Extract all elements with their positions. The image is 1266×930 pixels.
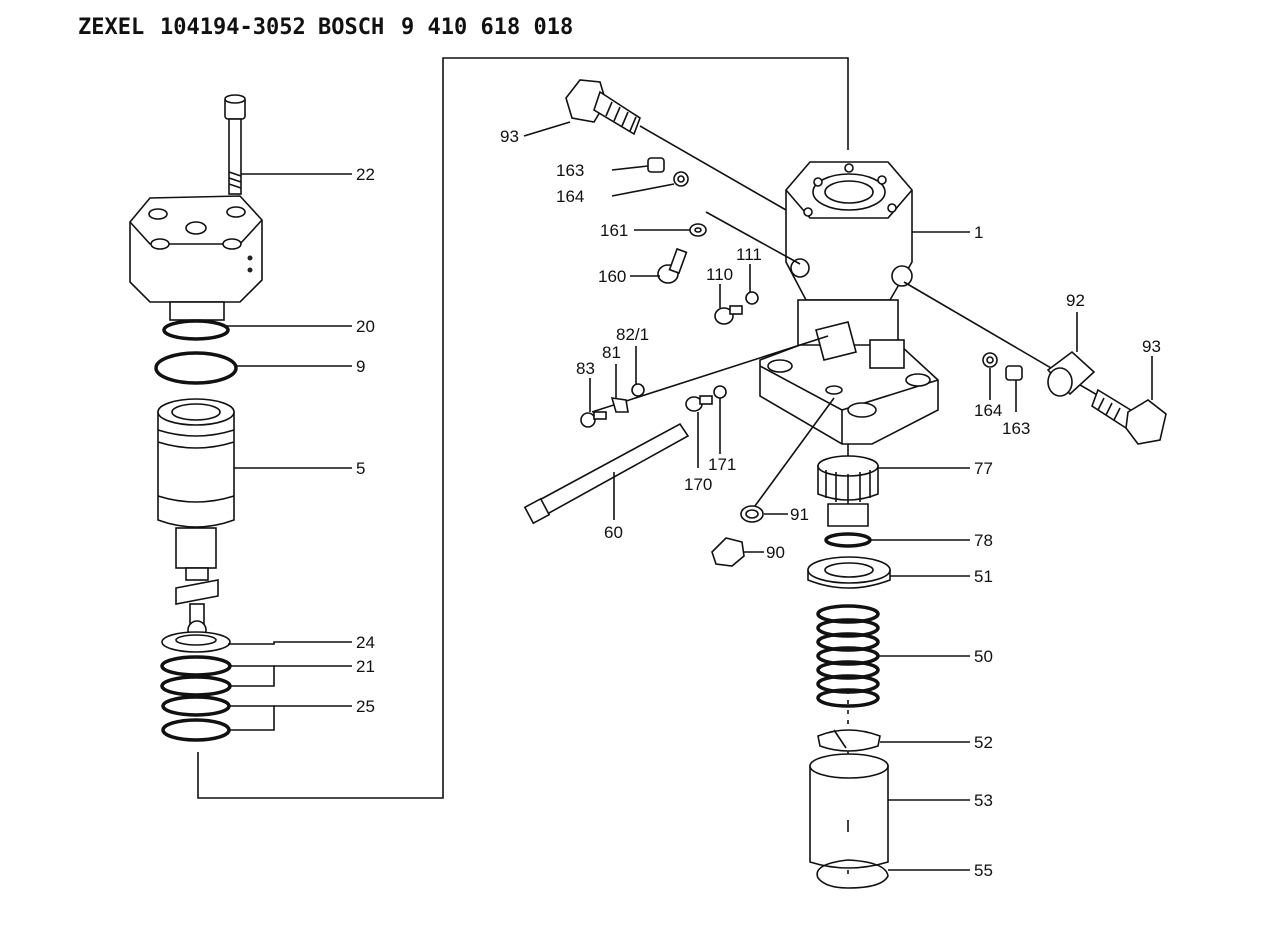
part-55-snap-ring xyxy=(816,859,889,889)
part-head-block xyxy=(129,195,263,321)
part-91-washer xyxy=(740,505,764,523)
callout-93-lower: 93 xyxy=(1142,337,1161,356)
assembly-bracket-line xyxy=(197,57,849,799)
part-9-o-ring xyxy=(154,351,238,385)
part-110-screw xyxy=(714,305,743,325)
callout-171: 171 xyxy=(708,455,736,474)
callout-163-lower: 163 xyxy=(1002,419,1030,438)
callout-111: 111 xyxy=(736,245,762,264)
part-77-gear xyxy=(817,455,879,527)
axis-line-91 xyxy=(751,397,835,511)
callout-24: 24 xyxy=(356,633,375,652)
part-50-spring xyxy=(816,604,880,708)
callout-5: 5 xyxy=(356,459,365,478)
callout-93-upper: 93 xyxy=(500,127,519,146)
part-164-washer-right xyxy=(982,352,998,368)
callout-55: 55 xyxy=(974,861,993,880)
part-60-rod xyxy=(523,422,690,525)
callout-20: 20 xyxy=(356,317,375,336)
callout-92: 92 xyxy=(1066,291,1085,310)
callout-52: 52 xyxy=(974,733,993,752)
callout-labels: 22 20 9 5 24 21 25 93 163 164 161 160 11… xyxy=(356,127,1161,880)
callout-25: 25 xyxy=(356,697,375,716)
axis-line-rod xyxy=(591,335,829,413)
callout-51: 51 xyxy=(974,567,993,586)
callout-91: 91 xyxy=(790,505,809,524)
callout-21: 21 xyxy=(356,657,375,676)
part-90-plug xyxy=(711,537,745,567)
part-51-spring-seat xyxy=(807,556,891,589)
part-25-rings xyxy=(161,695,231,742)
part-5-barrel xyxy=(157,398,235,640)
part-170-screw xyxy=(685,395,713,412)
callout-50: 50 xyxy=(974,647,993,666)
part-1-housing xyxy=(759,161,939,445)
part-171-washer xyxy=(713,385,727,399)
header-brand-bosch: BOSCH xyxy=(318,15,384,40)
callout-170: 170 xyxy=(684,475,712,494)
callout-53: 53 xyxy=(974,791,993,810)
part-82-1-washer xyxy=(631,383,645,397)
part-163-plug-right xyxy=(1005,365,1023,381)
part-52-spring-seat xyxy=(817,729,881,752)
part-78-ring xyxy=(824,532,872,548)
callout-22: 22 xyxy=(356,165,375,184)
callout-110: 110 xyxy=(706,265,733,284)
part-83-screw xyxy=(580,411,607,428)
part-164-washer-upper xyxy=(673,171,689,187)
part-20-ring xyxy=(162,319,230,341)
part-53-tappet xyxy=(809,753,889,869)
part-24-spring-seat xyxy=(161,631,231,653)
callout-90: 90 xyxy=(766,543,785,562)
axis-line-upper xyxy=(639,125,787,211)
part-92-sleeve xyxy=(1046,350,1096,397)
part-81-clip xyxy=(610,397,629,413)
part-22-bolt xyxy=(224,94,246,195)
header-brand-zexel: ZEXEL xyxy=(78,15,144,40)
callout-164-upper: 164 xyxy=(556,187,584,206)
callout-82-1: 82/1 xyxy=(616,325,649,344)
part-163-plug-upper xyxy=(647,157,665,173)
callout-160: 160 xyxy=(598,267,626,286)
callout-1: 1 xyxy=(974,223,983,242)
callout-81: 81 xyxy=(602,343,621,362)
callout-83: 83 xyxy=(576,359,595,378)
part-161-washer xyxy=(689,223,707,237)
header-zexel-part-number: 104194-3052 xyxy=(160,15,306,40)
leader-lines xyxy=(226,121,1153,871)
callout-9: 9 xyxy=(356,357,365,376)
callout-164-lower: 164 xyxy=(974,401,1002,420)
header-bosch-part-number: 9 410 618 018 xyxy=(401,15,573,40)
part-93-banjo-bolt-lower xyxy=(1091,388,1167,445)
part-111-washer xyxy=(745,291,759,305)
callout-60: 60 xyxy=(604,523,623,542)
axis-line-160 xyxy=(705,211,801,265)
callout-161: 161 xyxy=(600,221,628,240)
part-93-banjo-bolt-upper xyxy=(565,79,641,136)
callout-77: 77 xyxy=(974,459,993,478)
callout-163-upper: 163 xyxy=(556,161,584,180)
part-160-bolt xyxy=(657,247,688,284)
header: ZEXEL 104194-3052 BOSCH 9 410 618 018 xyxy=(78,15,573,40)
callout-78: 78 xyxy=(974,531,993,550)
part-21-spring xyxy=(160,655,232,697)
